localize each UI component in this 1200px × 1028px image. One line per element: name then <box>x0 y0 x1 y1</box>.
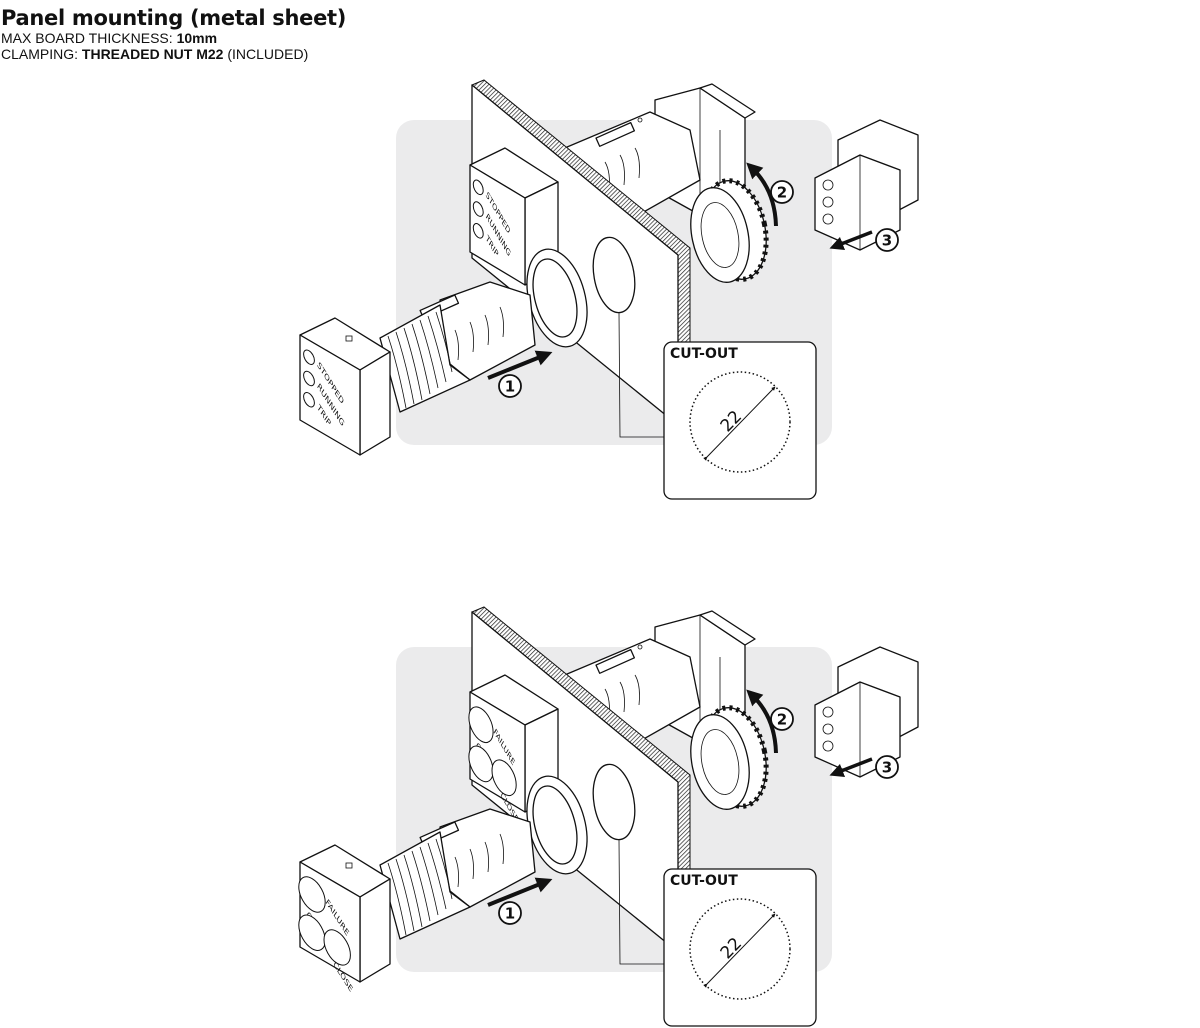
step-number: 3 <box>882 759 892 777</box>
step-3: 3 <box>829 228 899 252</box>
threaded-nut <box>690 705 769 810</box>
indicator-lamp-icon <box>304 390 315 409</box>
indicator-device: FAILUREOPENCLOSE <box>299 808 536 997</box>
cutout-hole <box>592 763 636 841</box>
indicator-lamp-icon <box>473 199 483 218</box>
indicator-lamp-icon <box>304 348 315 367</box>
cutout-circle <box>689 371 791 473</box>
lamp-group: FAILUREOPENCLOSE <box>299 871 354 997</box>
gasket-ring <box>526 248 588 348</box>
step-badge <box>498 374 522 398</box>
step-2: 2 <box>746 689 794 754</box>
step-badge <box>875 755 899 779</box>
lamp-group: STOPPEDRUNNINGTRIP <box>304 348 345 439</box>
indicator-lamp-icon <box>299 871 325 918</box>
step-3: 3 <box>829 755 899 779</box>
cutout-callout: CUT-OUT 22 <box>663 341 817 500</box>
thickness-value: 10mm <box>176 30 218 46</box>
indicator-lamp-icon <box>324 924 350 971</box>
rotate-arrow-icon <box>746 162 778 227</box>
lamp-group: STOPPEDRUNNINGTRIP <box>473 178 512 269</box>
arrow-left-icon <box>829 230 873 250</box>
cutout-circle <box>689 898 791 1000</box>
cutout-title: CUT-OUT <box>670 873 738 889</box>
step-number: 2 <box>777 184 787 202</box>
indicator-device: STOPPEDRUNNINGTRIP <box>300 281 536 456</box>
indicator-lamp-icon <box>469 701 493 748</box>
mounting-scene: FAILUREOPENCLOSE FAILUREOPENCLOSE <box>299 606 919 1027</box>
step-number: 1 <box>505 378 515 396</box>
threaded-nut <box>690 178 769 283</box>
clamping-label: CLAMPING: <box>1 46 82 62</box>
mounting-scene: STOPPEDRUNNINGTRIP STOPPEDRUNNINGTRIP <box>300 79 919 500</box>
diameter-line <box>703 913 776 988</box>
terminal-connector <box>814 119 919 251</box>
clamping-note: (INCLUDED) <box>223 46 309 62</box>
arrow-right-icon <box>487 350 553 380</box>
step-number: 1 <box>505 905 515 923</box>
step-badge <box>875 228 899 252</box>
indicator-lamp-icon <box>492 754 516 801</box>
lamp-group: FAILUREOPENCLOSE <box>469 701 520 827</box>
indicator-lamp-icon <box>304 369 315 388</box>
step-1: 1 <box>487 350 553 398</box>
gasket-ring <box>526 775 588 875</box>
cutout-callout: CUT-OUT 22 <box>663 868 817 1027</box>
terminal-connector <box>814 646 919 778</box>
indicator-lamp-icon <box>473 221 483 240</box>
diameter-line <box>703 386 776 461</box>
header: Panel mounting (metal sheet) MAX BOARD T… <box>1 6 346 62</box>
step-badge <box>770 180 794 204</box>
mounted-indicator-bezel: STOPPEDRUNNINGTRIP <box>470 148 559 286</box>
step-badge <box>498 901 522 925</box>
step-number: 2 <box>777 711 787 729</box>
clamping-value: THREADED NUT M22 <box>81 46 224 62</box>
step-1: 1 <box>487 877 553 925</box>
thickness-spec: MAX BOARD THICKNESS: 10mm <box>1 30 346 46</box>
step-2: 2 <box>746 162 794 227</box>
thickness-label: MAX BOARD THICKNESS: <box>1 30 177 46</box>
rotate-arrow-icon <box>746 689 778 754</box>
clamping-spec: CLAMPING: THREADED NUT M22 (INCLUDED) <box>1 46 346 62</box>
step-number: 3 <box>882 232 892 250</box>
cutout-hole <box>592 236 636 314</box>
arrow-left-icon <box>829 757 873 777</box>
indicator-lamp-icon <box>473 178 483 197</box>
step-badge <box>770 707 794 731</box>
cutout-title: CUT-OUT <box>670 346 738 362</box>
arrow-right-icon <box>487 877 553 907</box>
page-title: Panel mounting (metal sheet) <box>1 6 347 30</box>
